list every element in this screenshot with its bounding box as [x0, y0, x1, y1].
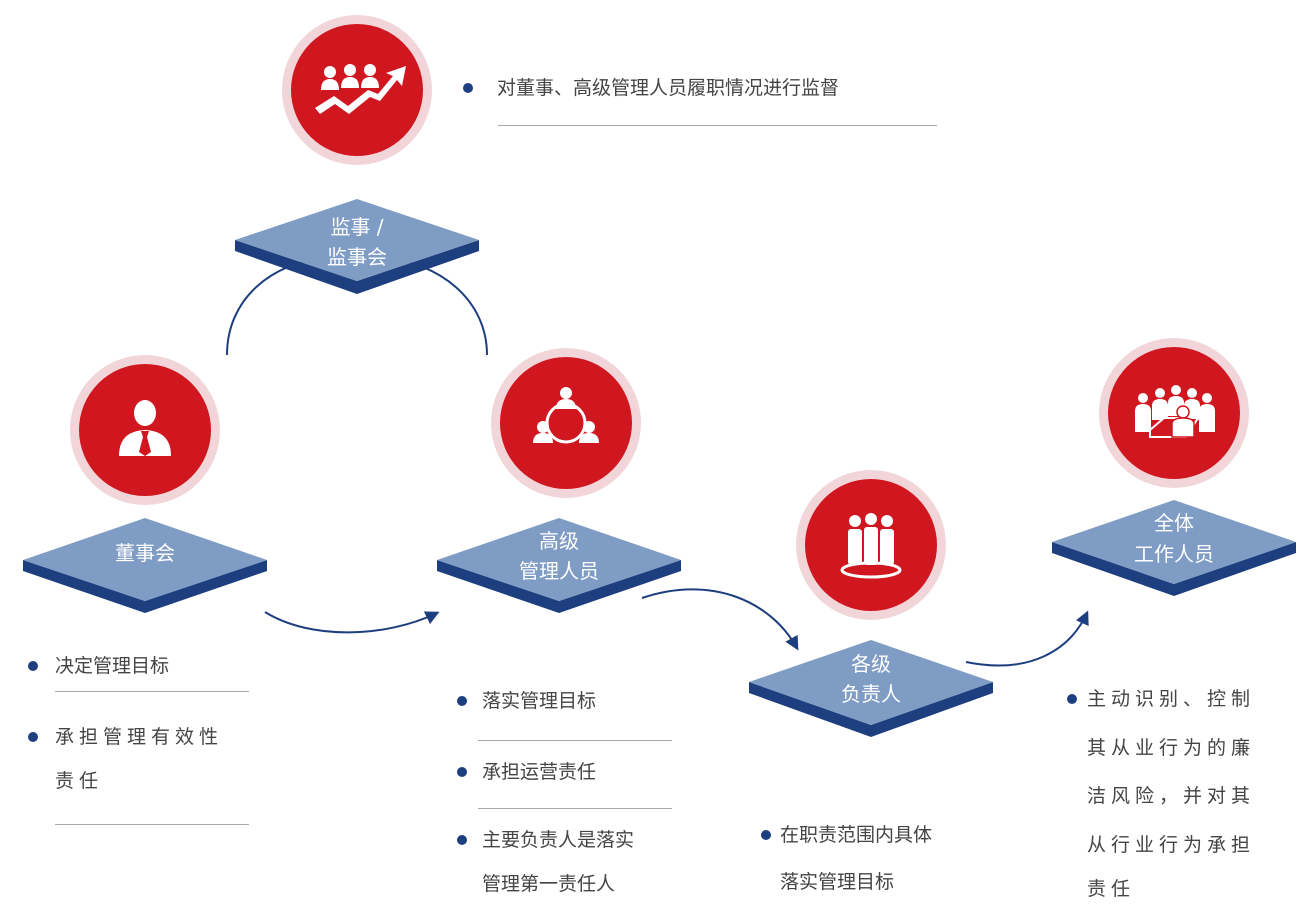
meeting-team-icon [1135, 385, 1215, 438]
board-bullet-dot-1 [28, 661, 38, 671]
senior-label-line2: 管理人员 [519, 559, 599, 583]
supervisors-divider [498, 125, 937, 126]
senior-label-line1: 高级 [539, 529, 579, 553]
senior-bullet-dot-3 [457, 835, 467, 845]
senior-bullet-2: 承担运营责任 [482, 761, 597, 783]
executive-person-icon [119, 400, 171, 456]
senior-divider-2 [478, 808, 672, 809]
staff-bullet-line-1: 主动识别、控制 [1087, 688, 1256, 710]
diamond-board: 董事会 [23, 518, 267, 613]
senior-bullet-3-cont: 管理第一责任人 [482, 873, 616, 895]
managers-label-line1: 各级 [851, 652, 891, 676]
circle-senior [491, 348, 641, 498]
circle-managers [796, 470, 946, 620]
staff-bullet-line-2: 其从业行为的廉 [1087, 737, 1256, 759]
board-bullet-2-cont: 责任 [55, 770, 104, 792]
board-bullet-dot-2 [28, 732, 38, 742]
managers-bullet-dot [761, 830, 771, 840]
staff-label-line1: 全体 [1154, 511, 1194, 535]
group-people-icon [840, 513, 902, 579]
arrow-senior-to-managers [641, 588, 799, 651]
senior-bullet-1: 落实管理目标 [482, 690, 597, 712]
supervisors-label-line2: 监事会 [327, 245, 387, 269]
arrow-board-to-senior [264, 611, 440, 634]
board-bullet-1: 决定管理目标 [55, 655, 170, 677]
supervisors-bullet-dot [463, 83, 473, 93]
circle-supervisors [282, 15, 432, 165]
board-label: 董事会 [115, 541, 175, 565]
team-network-icon [533, 387, 599, 444]
diamond-senior: 高级 管理人员 [437, 518, 681, 613]
staff-bullet-dot [1067, 694, 1077, 704]
managers-bullet-1: 在职责范围内具体 [780, 824, 933, 846]
senior-bullet-dot-2 [457, 767, 467, 777]
senior-bullet-dot-1 [457, 696, 467, 706]
staff-bullet-line-5: 责任 [1087, 878, 1136, 900]
staff-label-line2: 工作人员 [1134, 542, 1214, 566]
senior-bullet-3: 主要负责人是落实 [482, 829, 635, 851]
staff-bullet-line-3: 洁风险，并对其 [1087, 785, 1256, 807]
rising-team-chart-icon [315, 64, 406, 114]
board-divider-2 [55, 824, 249, 825]
board-bullet-2: 承担管理有效性 [55, 726, 224, 748]
managers-bullet-1-cont: 落实管理目标 [780, 871, 895, 893]
diamond-managers: 各级 负责人 [749, 640, 993, 737]
supervisors-bullet-1: 对董事、高级管理人员履职情况进行监督 [497, 77, 840, 99]
supervisors-label-line1: 监事 / [330, 215, 383, 239]
staff-bullet-line-4: 从行业行为承担 [1087, 834, 1256, 856]
circle-board [70, 355, 220, 505]
diamond-supervisors: 监事 / 监事会 [235, 199, 479, 294]
board-divider-1 [55, 691, 249, 692]
circle-staff [1099, 338, 1249, 488]
diamond-staff: 全体 工作人员 [1052, 500, 1296, 596]
managers-label-line2: 负责人 [841, 682, 901, 706]
arrow-managers-to-staff [965, 610, 1089, 667]
senior-divider-1 [478, 740, 672, 741]
